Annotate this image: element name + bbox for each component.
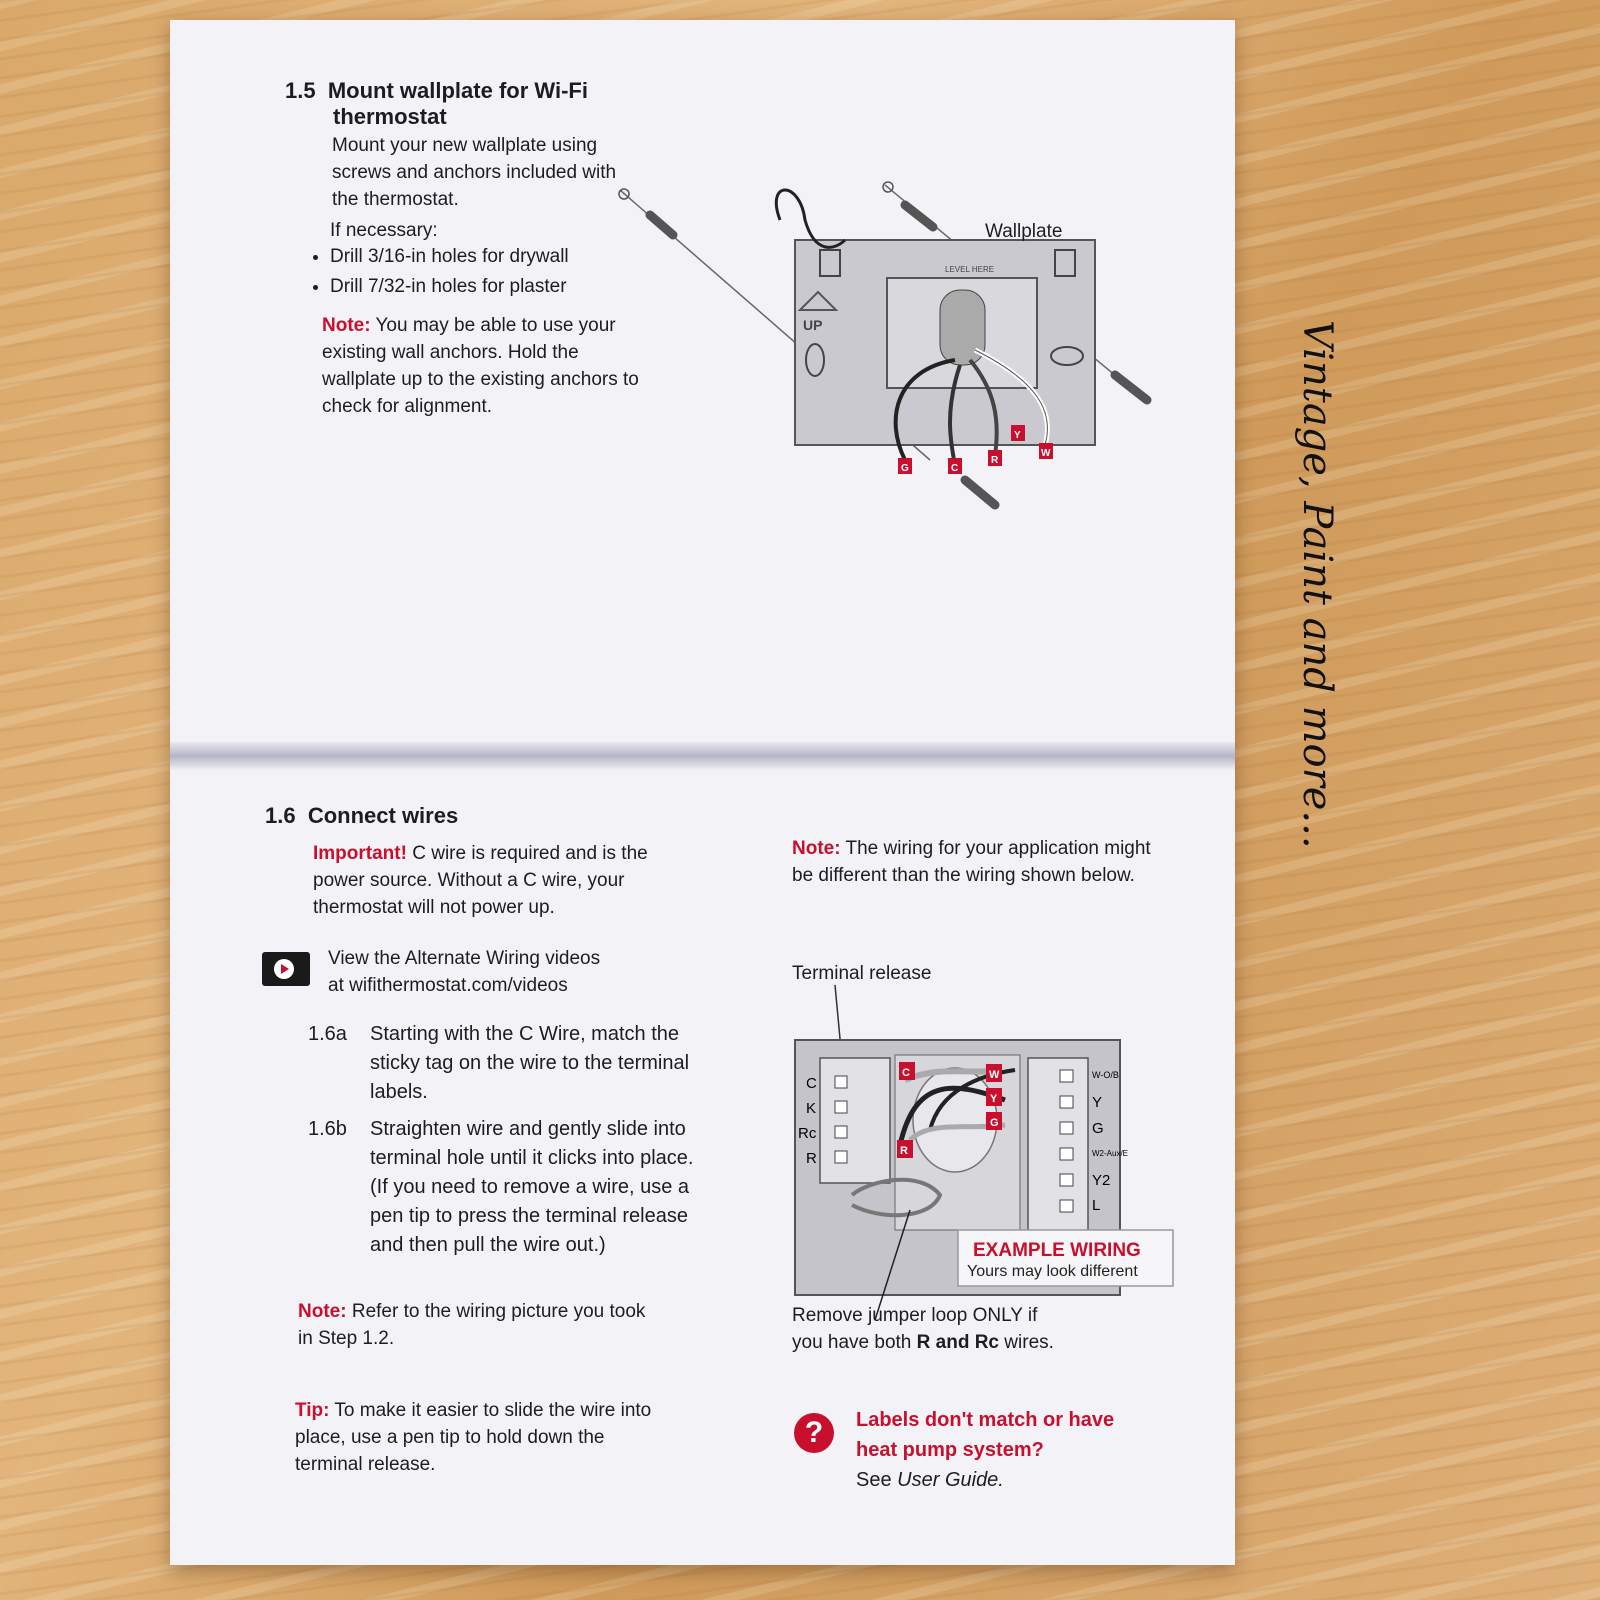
svg-text:C: C: [951, 463, 958, 474]
section-1-6-heading: 1.6 Connect wires: [265, 803, 459, 828]
step-1-6a: 1.6a Starting with the C Wire, match the…: [308, 1023, 690, 1103]
svg-text:Y2: Y2: [1092, 1172, 1110, 1189]
bullet-plaster: Drill 7/32-in holes for plaster: [330, 272, 650, 302]
step-1-6b: 1.6b Straighten wire and gently slide in…: [308, 1118, 694, 1256]
drill-bullets: Drill 3/16-in holes for drywall Drill 7/…: [308, 242, 650, 302]
svg-text:L: L: [1092, 1197, 1100, 1214]
svg-text:G: G: [1092, 1120, 1104, 1137]
video-link-text[interactable]: View the Alternate Wiring videos at wifi…: [328, 948, 601, 996]
svg-text:R: R: [991, 455, 999, 466]
svg-text:W: W: [989, 1069, 1000, 1081]
steps-list: 1.6a Starting with the C Wire, match the…: [308, 1020, 708, 1260]
tip-note: Tip: To make it easier to slide the wire…: [295, 1400, 652, 1475]
svg-text:R: R: [900, 1145, 908, 1157]
screw-icon: [645, 210, 678, 240]
paper-fold: [170, 742, 1235, 770]
right-terminal-block: [1027, 1057, 1089, 1234]
important-note: Important! C wire is required and is the…: [313, 843, 648, 918]
wiring-application-note: Note: The wiring for your application mi…: [792, 838, 1151, 886]
section-1-5-intro: Mount your new wallplate using screws an…: [332, 135, 617, 210]
help-text: Labels don't match or have heat pump sys…: [856, 1409, 1115, 1491]
svg-text:W2-Aux/E: W2-Aux/E: [1092, 1149, 1128, 1158]
screw-icon: [960, 475, 1000, 510]
example-wiring-diagram: C K Rc R W-O/B Y G W2-Aux/E Y2 L C R: [794, 984, 1174, 1320]
screw-icon: [900, 200, 938, 232]
example-wiring-title: EXAMPLE WIRING: [973, 1240, 1141, 1261]
instruction-sheet: 1.5 Mount wallplate for Wi-Fi thermostat…: [170, 20, 1235, 1565]
level-here-label: LEVEL HERE: [945, 265, 994, 274]
wire-hole: [939, 289, 986, 366]
help-icon[interactable]: ?: [794, 1413, 834, 1453]
up-label: UP: [803, 317, 822, 333]
anchor-icon: [882, 181, 894, 193]
svg-text:R: R: [806, 1150, 817, 1167]
example-wiring-subtitle: Yours may look different: [967, 1263, 1138, 1280]
wallplate-label: Wallplate: [985, 221, 1062, 242]
wire-tag: [988, 450, 1002, 466]
svg-text:Y: Y: [1092, 1094, 1102, 1111]
svg-text:W-O/B: W-O/B: [1092, 1070, 1119, 1080]
wire-hole: [912, 1067, 998, 1173]
svg-text:C: C: [902, 1067, 910, 1079]
jumper-pointer: [874, 1209, 911, 1320]
wallplate-diagram: UP LEVEL HERE G C R Y W Wallplate: [618, 181, 1152, 510]
svg-text:W: W: [1041, 448, 1051, 459]
video-icon: [262, 952, 310, 986]
jumper-loop-note: Remove jumper loop ONLY if you have both…: [792, 1305, 1054, 1353]
anchor-icon: [618, 188, 630, 200]
wire-top: [774, 188, 847, 249]
wire-tag: [948, 458, 962, 474]
section-1-5-heading: 1.5 Mount wallplate for Wi-Fi thermostat: [285, 78, 588, 129]
bullet-drywall: Drill 3/16-in holes for drywall: [330, 242, 650, 272]
screw-icon: [1110, 370, 1152, 405]
svg-text:Rc: Rc: [798, 1125, 817, 1142]
wire-tag: [1011, 425, 1025, 441]
section-1-5-note: Note: You may be able to use your existi…: [322, 315, 639, 417]
svg-text:G: G: [901, 463, 909, 474]
if-necessary-label: If necessary:: [330, 220, 438, 241]
wire-tag: [898, 458, 912, 474]
example-wiring-box: [957, 1229, 1174, 1287]
wire-tag: [1039, 443, 1053, 459]
svg-text:K: K: [806, 1100, 816, 1117]
svg-text:Y: Y: [1014, 430, 1021, 441]
wiring-picture-note: Note: Refer to the wiring picture you to…: [298, 1301, 646, 1349]
svg-text:C: C: [806, 1075, 817, 1092]
svg-text:G: G: [990, 1117, 999, 1129]
svg-text:Y: Y: [990, 1093, 998, 1105]
terminal-release-label: Terminal release: [792, 963, 932, 984]
up-arrow-icon: [797, 290, 839, 311]
watermark-text: Vintage, Paint and more...: [1294, 320, 1340, 849]
jumper-loop: [850, 1177, 943, 1218]
left-terminal-block: [819, 1057, 891, 1184]
